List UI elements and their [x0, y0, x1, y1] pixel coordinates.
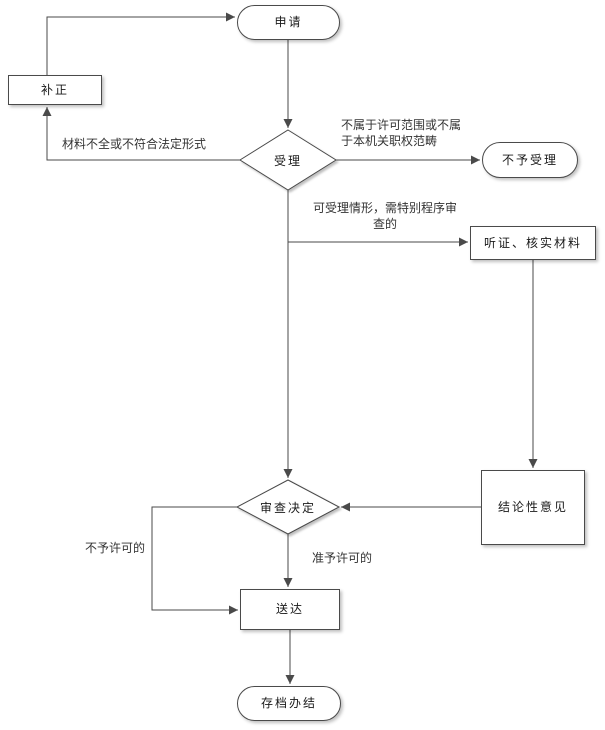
node-accept-label: 受理 — [273, 153, 302, 168]
node-deliver: 送达 — [240, 589, 340, 630]
node-reject: 不予受理 — [482, 142, 578, 178]
node-decision-label: 审查决定 — [259, 500, 316, 515]
edge-label-special-procedure: 可受理情形，需特别程序审 查的 — [310, 200, 460, 232]
node-apply: 申请 — [237, 5, 340, 40]
edge-decision-notpermitted-to-deliver — [151, 506, 238, 615]
decision-diamond — [235, 479, 341, 535]
edge-label-out-of-scope: 不属于许可范围或不属 于本机关职权范畴 — [341, 117, 461, 149]
node-hearing: 听证、核实材料 — [470, 226, 596, 260]
edge-label-special-procedure-line1: 可受理情形，需特别程序审 — [312, 201, 457, 215]
accept-diamond — [239, 129, 337, 191]
node-conclusion: 结论性意见 — [481, 470, 585, 545]
edge-label-special-procedure-line2: 查的 — [372, 217, 397, 232]
node-supplement: 补正 — [8, 75, 102, 105]
edge-label-incomplete: 材料不全或不符合法定形式 — [62, 137, 207, 151]
node-archive: 存档办结 — [237, 686, 341, 721]
edge-label-out-of-scope-line1: 不属于许可范围或不属 — [341, 118, 462, 132]
edge-label-out-of-scope-line2: 于本机关职权范畴 — [341, 134, 438, 149]
edge-label-permitted: 准予许可的 — [312, 551, 373, 565]
edge-supplement-to-apply — [46, 12, 235, 75]
edge-accept-to-supplement — [42, 107, 240, 161]
edge-label-not-permitted: 不予许可的 — [85, 541, 146, 555]
